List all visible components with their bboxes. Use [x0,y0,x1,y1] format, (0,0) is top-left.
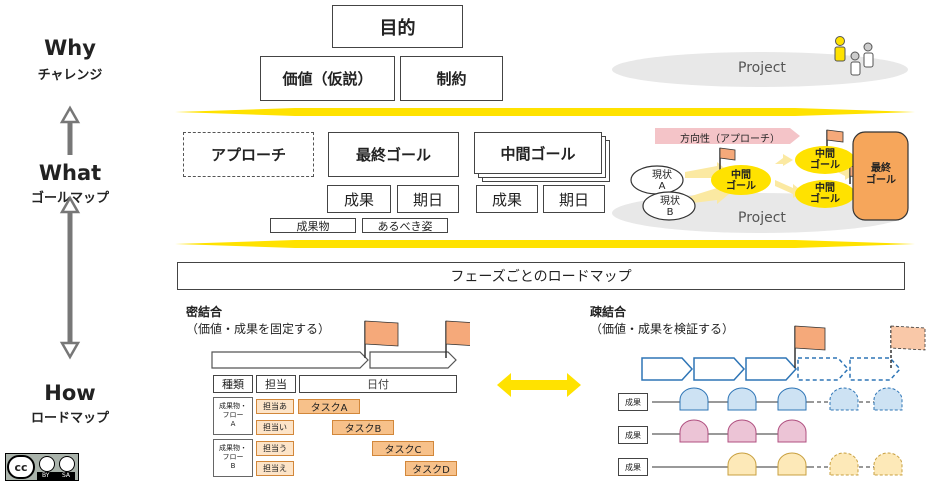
loose-timelines [652,387,903,476]
how-subtitle: ロードマップ [30,411,109,426]
deadline-box-2: 期日 [543,185,605,213]
loose-result-row-2: 成果 [618,426,648,444]
tight-coupling-title: 密結合 [186,305,223,319]
mid-goal-node-3: 中間ゴール [810,183,840,205]
ideal-box: あるべき姿 [362,218,448,233]
result-box-2: 成果 [476,185,538,213]
updown-arrow [59,195,81,360]
result-box: 成果 [327,185,391,213]
by-icon [39,456,55,472]
axis-arrows [59,105,81,360]
loose-result-row-3: 成果 [618,458,648,476]
header-owner: 担当 [256,375,296,393]
owner-c: 担当う [256,441,294,456]
loose-coupling-title: 疎結合 [590,305,627,319]
value-box: 価値（仮説） [260,56,395,101]
task-a-bar: タスクA [298,399,360,414]
mid-goal-box: 中間ゴール [474,132,602,174]
goal-map-diagram [630,128,909,221]
owner-a: 担当あ [256,399,294,414]
why-subtitle: チャレンジ [37,68,103,83]
project-label-mid: Project [738,210,786,226]
mid-goal-node-2: 中間ゴール [810,149,840,171]
deadline-box: 期日 [397,185,459,213]
yellow-band-top [175,108,915,116]
header-kind: 種類 [213,375,253,393]
why-label: Why [44,36,96,60]
people-icon [834,36,874,76]
roadmap-title-box: フェーズごとのロードマップ [177,262,905,290]
loose-coupling-subtitle: （価値・成果を検証する） [590,322,735,336]
project-label-top: Project [738,60,786,76]
header-date: 日付 [299,375,457,393]
approach-box: アプローチ [183,132,314,177]
constraint-box: 制約 [400,56,503,101]
tight-coupling-subtitle: （価値・成果を固定する） [186,322,331,336]
task-d-bar: タスクD [405,461,457,476]
loose-phase-arrows [641,325,926,381]
task-b-bar: タスクB [332,420,394,435]
yellow-band-bottom [175,240,915,248]
up-arrow [59,105,81,155]
owner-b: 担当い [256,420,294,435]
double-arrow [497,373,581,397]
purpose-box: 目的 [332,5,463,48]
mid-goal-node-1: 中間ゴール [726,170,756,192]
tight-phase-arrows [211,320,470,369]
loose-result-row-1: 成果 [618,393,648,411]
by-text: BY [42,472,50,479]
how-label: How [44,381,96,405]
cc-icon: cc [7,455,35,479]
sa-text: SA [62,472,71,479]
sa-icon [59,456,75,472]
what-label: What [38,161,102,185]
owner-d: 担当え [256,461,294,476]
final-goal-node: 最終ゴール [866,163,896,186]
deliverable-box: 成果物 [270,218,356,233]
cc-license-badge: cc BY SA [5,453,79,481]
final-goal-box: 最終ゴール [328,132,459,177]
task-c-bar: タスクC [372,441,434,456]
direction-label: 方向性（アプローチ） [680,134,780,145]
